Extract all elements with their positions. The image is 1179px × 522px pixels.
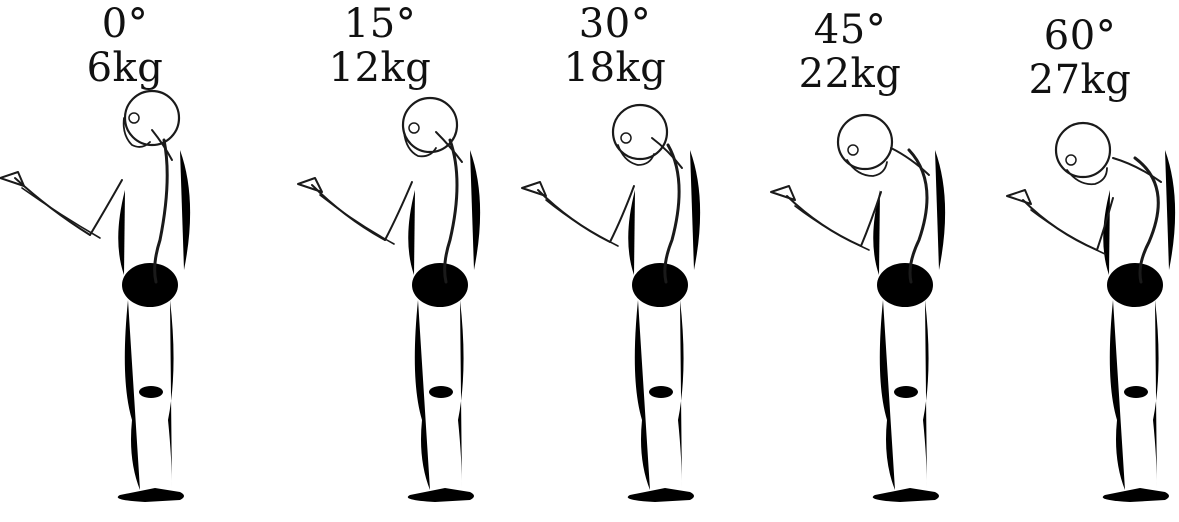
figure-15-degrees bbox=[298, 98, 480, 502]
figure-0-degrees bbox=[0, 91, 190, 502]
figure-45-degrees bbox=[771, 115, 945, 502]
figure-60-degrees bbox=[1007, 123, 1175, 502]
figure-30-degrees bbox=[522, 105, 700, 502]
